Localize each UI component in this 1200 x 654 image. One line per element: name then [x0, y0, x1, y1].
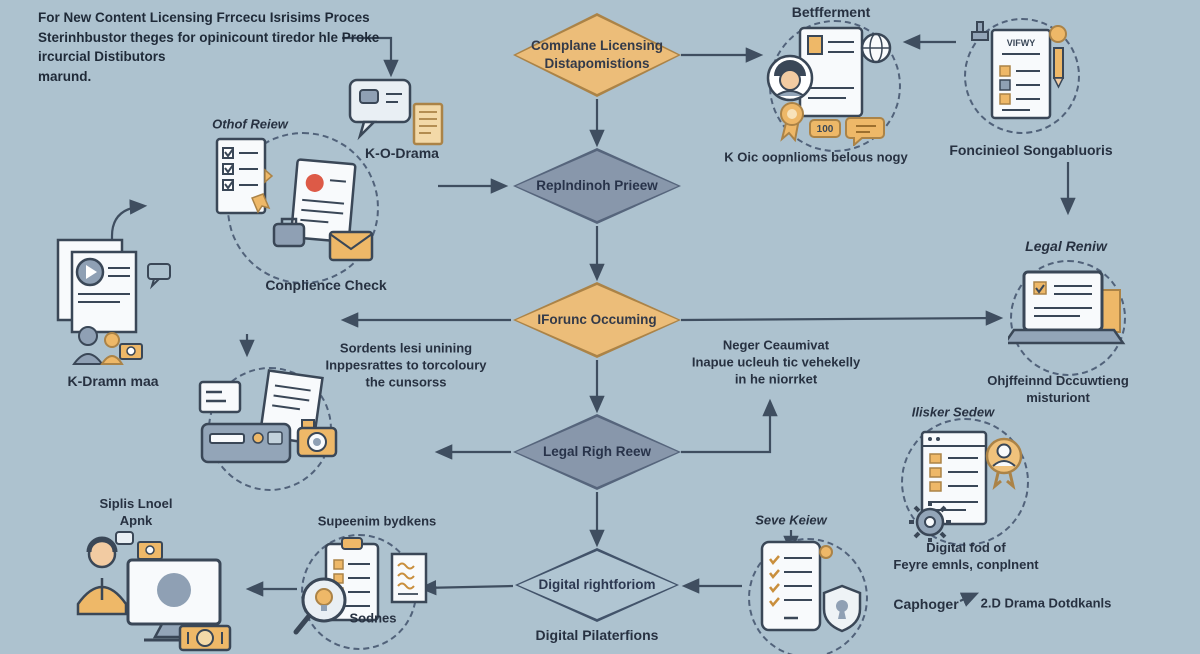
certificate-person-icon: 100 [764, 22, 898, 148]
label-k-oic: K Oic oopnlioms belous nogy [724, 149, 908, 165]
label-legal-reniw: Legal Reniw [1025, 237, 1107, 254]
magnifier-audit-icon [290, 536, 430, 644]
intro-paragraph: For New Content Licensing Frrcecu Isrisi… [38, 10, 380, 84]
label-othof-reiew: Othof Reiew [212, 116, 288, 132]
dashed-highlight-circle [901, 418, 1029, 546]
doc-title-text: VIFWY [1007, 38, 1036, 48]
label-digital-fod: Digital fod of Feyre emnls, conplnent [893, 540, 1039, 572]
flow-node-review: Replndinoh Prieew [513, 148, 681, 224]
shield-checklist-icon [746, 538, 872, 648]
label-neger: Neger Ceaumivat Inapue ucleuh tic veheke… [691, 337, 861, 387]
flow-node-occuming: IForunc Occuming [513, 282, 681, 358]
flow-node-legal: Legal Righ Reew [513, 414, 681, 490]
dashed-highlight-circle [748, 538, 868, 654]
flow-node-label: Digital rightforiom [538, 577, 656, 593]
flow-arrow [342, 36, 399, 78]
flow-node-licensing: Complane Licensing Distapomistions [513, 13, 681, 97]
flow-node-label: IForunc Occuming [537, 312, 657, 328]
label-conplience-check: Conplience Check [265, 276, 387, 293]
label-ilisker: Ilisker Sedew [911, 404, 995, 420]
workstation-icon [64, 530, 236, 652]
label-k-dramn: K-Dramn maa [67, 372, 159, 389]
label-betfferment: Betfferment [791, 3, 871, 20]
dashed-highlight-circle [964, 18, 1080, 134]
label-foncinieol: Foncinieol Songabluoris [949, 141, 1113, 158]
flow-node-digital: Digital rightforiom [515, 548, 679, 622]
score-badge: 100 [817, 124, 834, 135]
label-seve-keiew: Seve Keiew [755, 512, 827, 528]
document-review-icon [266, 158, 378, 268]
dashed-highlight-circle [1010, 260, 1126, 376]
flow-node-label: Legal Righ Reew [542, 444, 652, 460]
flow-node-label: Complane Licensing Distapomistions [530, 38, 664, 71]
laptop-document-icon [1002, 266, 1126, 366]
checklist-icon [214, 134, 274, 218]
flow-arrow [110, 199, 148, 294]
flow-node-label: Replndinoh Prieew [536, 178, 658, 194]
fax-machine-icon [196, 368, 346, 480]
chat-bubble-icon [348, 78, 444, 148]
label-ohjffeinnd: Ohjffeinnd Dccuwtieng misturiont [987, 373, 1129, 405]
label-sodnes: Sodnes [349, 610, 397, 626]
media-stack-icon [50, 234, 174, 366]
label-caphoger: Caphoger [893, 595, 959, 612]
flow-arrow [418, 579, 514, 596]
browser-settings-icon [900, 420, 1028, 543]
label-sordents: Sordents lesi unining Inppesrattes to to… [325, 340, 487, 390]
flow-arrow [681, 398, 778, 454]
label-drama-dotdkanls: 2.D Drama Dotdkanls [980, 595, 1112, 611]
label-digital-pilaterfions: Digital Pilaterfions [535, 626, 659, 643]
flow-arrow [680, 310, 1004, 326]
label-siplis: Siplis Lnoel Apnk [99, 496, 173, 528]
label-k-o-drama: K-O-Drama [365, 144, 439, 161]
label-supeenim: Supeenim bydkens [317, 513, 437, 529]
global-document-icon: VIFWY [966, 14, 1074, 132]
flow-arrow [959, 592, 980, 607]
